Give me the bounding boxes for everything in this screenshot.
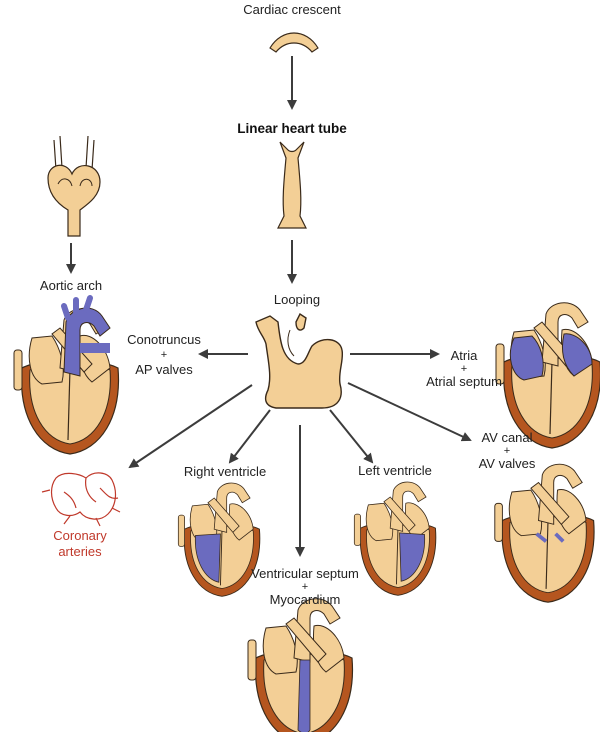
heart-av-canal [494, 463, 595, 603]
arrow-to-right-ventricle [228, 409, 271, 464]
label-looping: Looping [273, 292, 321, 307]
arrow-to-av-canal [347, 382, 472, 442]
heart-aortic-arch [13, 295, 120, 455]
aortic-arch-embryo-shape [47, 135, 101, 237]
label-av-canal-plus: + [503, 445, 511, 457]
label-atrial-septum: Atrial septum [426, 374, 502, 389]
heart-ventricular-septum [247, 598, 354, 732]
arrow-to-coronary [128, 384, 253, 469]
linear-heart-tube-shape [277, 141, 307, 229]
heart-atria [495, 302, 600, 449]
label-av-canal: AV canal [481, 430, 533, 445]
label-linear-heart-tube: Linear heart tube [237, 121, 347, 136]
label-atria-plus: + [460, 363, 468, 375]
label-av-valves: AV valves [478, 456, 536, 471]
looping-heart-shape [255, 312, 344, 409]
label-conotruncus-plus: + [160, 349, 168, 361]
label-left-ventricle: Left ventricle [358, 463, 432, 478]
label-right-ventricle: Right ventricle [183, 464, 267, 479]
coronary-arteries-shape [41, 472, 121, 527]
label-coronary: Coronary [53, 528, 107, 543]
label-conotruncus: Conotruncus [127, 332, 201, 347]
arrow-to-left-ventricle [329, 409, 374, 464]
label-atria: Atria [450, 348, 478, 363]
label-cardiac-crescent: Cardiac crescent [243, 2, 341, 17]
cardiac-crescent-shape [269, 32, 319, 53]
label-aortic-arch: Aortic arch [39, 278, 103, 293]
label-ventricular-septum: Ventricular septum [251, 566, 359, 581]
label-myocardium: Myocardium [269, 592, 341, 607]
label-septum-plus: + [301, 581, 309, 593]
label-arteries: arteries [58, 544, 102, 559]
label-ap-valves: AP valves [135, 362, 193, 377]
heart-right-ventricle [177, 482, 261, 597]
heart-left-ventricle [353, 481, 437, 596]
